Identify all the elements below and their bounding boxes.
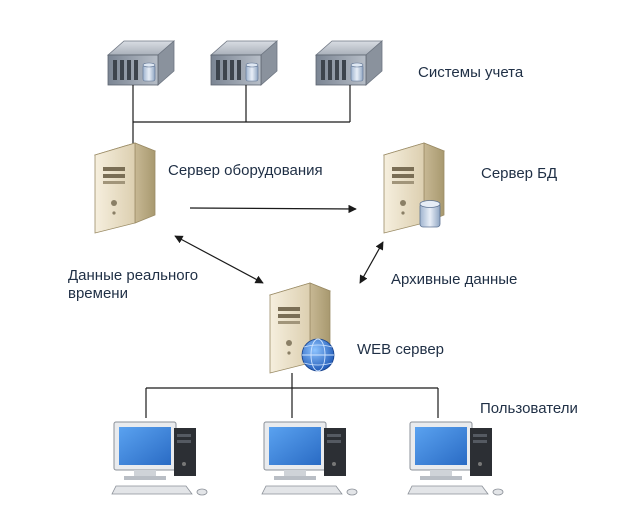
rack-server-icon <box>107 40 175 86</box>
archive-data-arrow <box>359 241 384 284</box>
archive-data-label: Архивные данные <box>391 271 518 288</box>
web-server-icon <box>269 282 335 374</box>
users-label: Пользователи <box>480 400 578 417</box>
db-server-label: Сервер БД <box>481 165 558 182</box>
workstation-icon <box>261 421 358 496</box>
realtime-data-label-line2: времени <box>68 285 128 302</box>
accounting-systems-label: Системы учета <box>418 64 524 81</box>
workstation-icon <box>407 421 504 496</box>
equipment-server-label: Сервер оборудования <box>168 162 323 179</box>
db-server-icon <box>383 142 445 234</box>
realtime-data-label-line1: Данные реального <box>68 267 199 284</box>
workstation-icon <box>111 421 208 496</box>
realtime-data-arrow <box>174 235 264 284</box>
rack-server-icon <box>210 40 278 86</box>
rack-server-icon <box>315 40 383 86</box>
equipment-server-icon <box>94 142 156 234</box>
equipment-to-db-arrow <box>189 204 357 214</box>
web-server-label: WEB сервер <box>357 341 445 358</box>
